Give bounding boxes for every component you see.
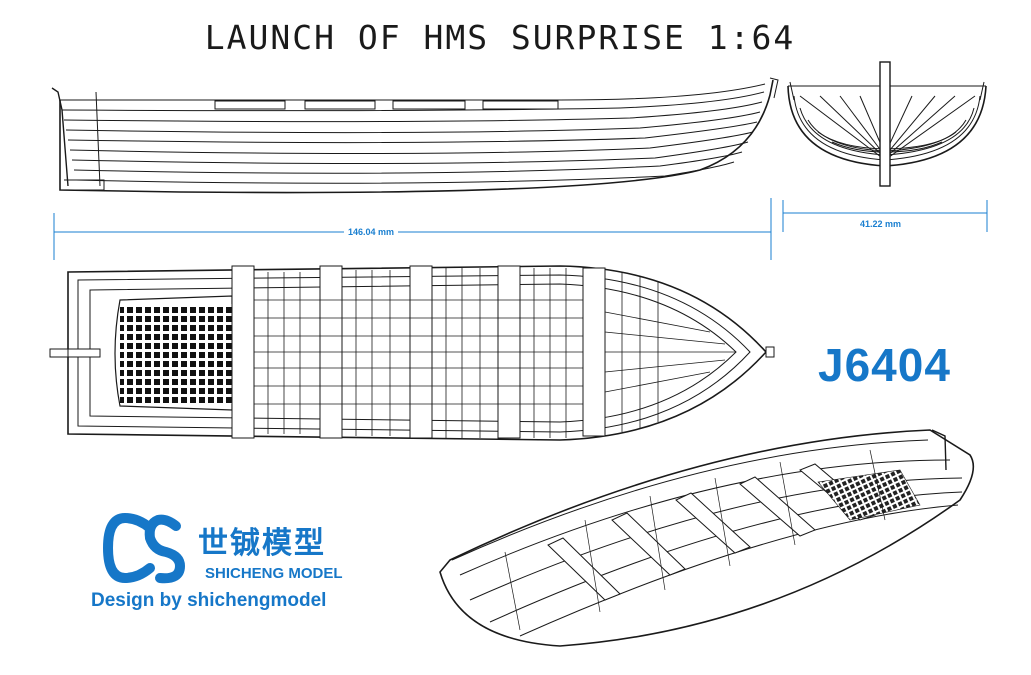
logo-mark xyxy=(102,512,186,584)
side-profile-view xyxy=(51,77,779,194)
top-plan-view xyxy=(49,265,775,441)
perspective-view xyxy=(439,429,975,647)
brand-chinese-name: 世铖模型 xyxy=(198,526,326,561)
length-dimension-label: 146.04 mm xyxy=(344,227,399,237)
brand-english-name: SHICHENG MODEL xyxy=(205,565,343,582)
drawing-title: LAUNCH OF HMS SURPRISE 1:64 xyxy=(204,18,796,57)
front-section-view xyxy=(787,61,987,187)
beam-dimension-label: 41.22 mm xyxy=(856,219,906,229)
product-code: J6404 xyxy=(818,339,951,391)
brand-tagline: Design by shichengmodel xyxy=(91,590,327,611)
dimension-lines xyxy=(53,198,988,260)
